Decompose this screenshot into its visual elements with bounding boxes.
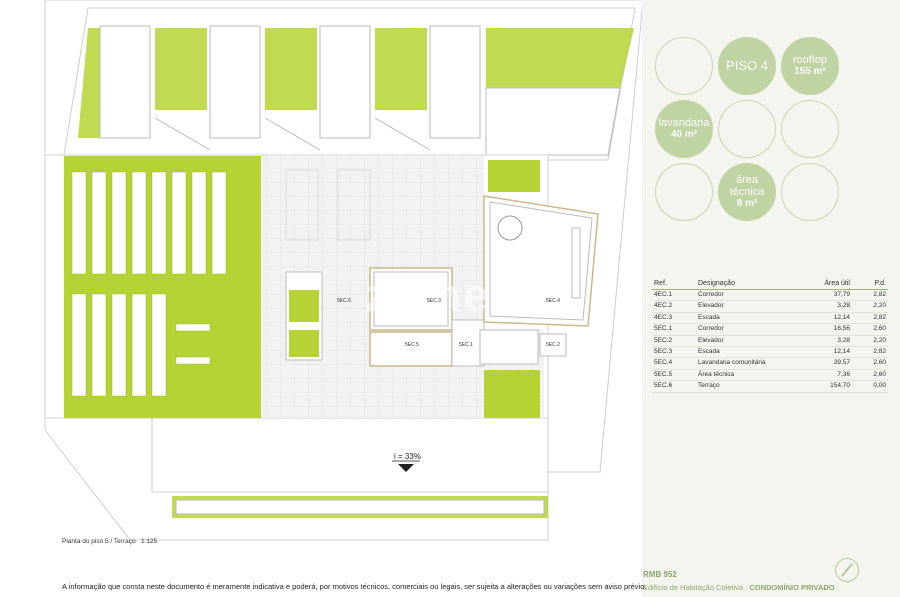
room-5ec4 — [483, 195, 599, 327]
top-unit-1 — [99, 25, 151, 139]
cell-designacao: Corredor — [696, 289, 808, 302]
top-unit-3 — [319, 25, 371, 139]
planter-1 — [289, 290, 319, 322]
cell-designacao: Terraço — [696, 380, 808, 393]
cell-ref: 5EC.5 — [652, 369, 696, 382]
cell-designacao: Escada — [696, 346, 808, 359]
circle-empty-5 — [781, 163, 839, 221]
cell-pd: 0,00 — [852, 380, 888, 393]
label-5ec4: 5EC.4 — [546, 298, 560, 304]
disclaimer: A informação que consta neste documento … — [62, 582, 647, 591]
header-area: Área útil — [808, 280, 852, 290]
cell-area: 7,36 — [808, 369, 852, 382]
footer-ref: RMB 952 — [643, 570, 677, 579]
stair-5ec3 — [369, 267, 453, 331]
cell-pd: 2,82 — [852, 312, 888, 325]
circle-area-tecnica: área técnica 8 m² — [718, 163, 776, 221]
cell-area: 3,28 — [808, 335, 852, 348]
circle-empty-2 — [718, 100, 776, 158]
cell-area: 16,56 — [808, 323, 852, 336]
cell-pd: 2,82 — [852, 346, 888, 359]
cell-area: 3,28 — [808, 300, 852, 313]
label-5ec2: 5EC.2 — [546, 342, 560, 348]
circle-empty-1 — [655, 37, 713, 95]
cell-pd: 2,20 — [852, 300, 888, 313]
cell-designacao: Elevador — [696, 300, 808, 313]
label-5ec5: 5EC.5 — [405, 342, 419, 348]
cell-pd: 2,82 — [852, 289, 888, 302]
cell-pd: 2,20 — [852, 335, 888, 348]
cell-pd: 2,60 — [852, 357, 888, 370]
table-header-row: Ref. Designação Área útil P.d. — [652, 280, 888, 290]
circle-piso: PISO 4 — [718, 37, 776, 95]
room-5ec5 — [369, 331, 453, 367]
cell-designacao: Área técnica — [696, 369, 808, 382]
cell-designacao: Corredor — [696, 323, 808, 336]
label-5ec1: 5EC.1 — [459, 342, 473, 348]
header-ref: Ref. — [652, 280, 696, 290]
header-pd: P.d. — [852, 280, 888, 290]
cell-area: 12,14 — [808, 312, 852, 325]
cell-pd: 2,60 — [852, 369, 888, 382]
label-5ec3: 5EC.3 — [427, 298, 441, 304]
solar-panels — [71, 171, 227, 397]
top-green-2 — [155, 28, 207, 110]
cell-designacao: Lavandaria comunitária — [696, 357, 808, 370]
cell-ref: 5EC.3 — [652, 346, 696, 359]
circle-lavandaria: lavandaria 40 m² — [655, 100, 713, 158]
top-unit-4 — [429, 25, 481, 139]
circle-rooftop: rooftop 155 m² — [781, 37, 839, 95]
cell-area: 12,14 — [808, 346, 852, 359]
cell-ref: 4EC.2 — [652, 300, 696, 313]
footer-desc: Edifício de Habitação Coletiva . CONDOMÍ… — [643, 583, 835, 592]
cell-designacao: Escada — [696, 312, 808, 325]
cell-ref: 5EC.1 — [652, 323, 696, 336]
cell-pd: 2,60 — [852, 323, 888, 336]
cell-area: 154,70 — [808, 380, 852, 393]
top-green-1 — [78, 28, 100, 138]
header-designacao: Designação — [696, 280, 808, 290]
cell-ref: 5EC.2 — [652, 335, 696, 348]
top-green-5 — [486, 28, 634, 88]
label-5ec6: 5EC.6 — [337, 298, 351, 304]
terrace-ramp — [151, 417, 549, 493]
planter-2 — [289, 330, 319, 357]
top-green-4 — [375, 28, 427, 110]
watermark: zome — [365, 269, 491, 321]
corridor-5ec1 — [451, 319, 485, 367]
cell-ref: 4EC.1 — [652, 289, 696, 302]
cell-designacao: Elevador — [696, 335, 808, 348]
elevator-5ec2 — [539, 333, 567, 357]
cell-area: 37,79 — [808, 289, 852, 302]
top-green-3 — [265, 28, 317, 110]
cell-area: 39,57 — [808, 357, 852, 370]
circle-empty-4 — [655, 163, 713, 221]
cell-ref: 4EC.3 — [652, 312, 696, 325]
circle-empty-3 — [781, 100, 839, 158]
plan-title: Planta do piso 5 / Terraço 1:125 — [62, 538, 158, 545]
leaf-icon — [835, 558, 859, 582]
slope-label: i = 33% — [394, 452, 421, 461]
cell-ref: 5EC.4 — [652, 357, 696, 370]
plan-scale: 1:125 — [141, 538, 158, 545]
floor-plan — [44, 0, 642, 541]
cell-ref: 5EC.6 — [652, 380, 696, 393]
top-unit-2 — [209, 25, 261, 139]
